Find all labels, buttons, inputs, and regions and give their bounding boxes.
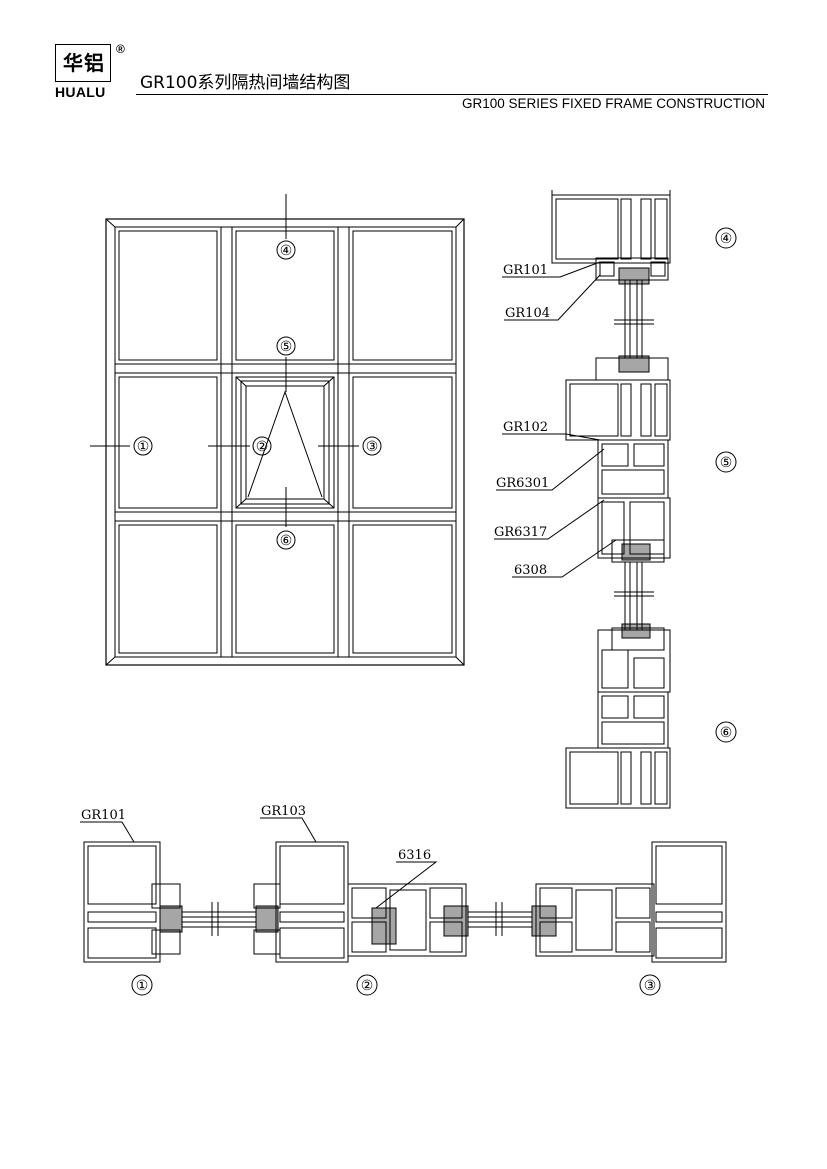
section-marker-1: ① — [137, 439, 150, 455]
outer-frame — [105, 218, 465, 666]
vertical-marker-6: ⑥ — [720, 725, 733, 741]
vent-sash — [240, 380, 330, 505]
profile-gr104 — [595, 257, 669, 281]
label-gr101-horizontal: GR101 — [81, 808, 126, 823]
top-hung-opening-symbol — [247, 390, 323, 498]
horizontal-marker-2: ② — [361, 978, 374, 994]
section-marker-4: ④ — [280, 243, 293, 259]
horizontal-marker-1: ① — [136, 978, 149, 994]
title-rule — [136, 94, 768, 95]
registered-mark: ® — [116, 42, 125, 56]
horizontal-marker-3: ③ — [644, 978, 657, 994]
logo-english: HUALU — [55, 84, 106, 100]
vertical-marker-4: ④ — [720, 231, 733, 247]
vertical-marker-5: ⑤ — [720, 455, 733, 471]
label-gr103: GR103 — [261, 804, 306, 819]
section-marker-5: ⑤ — [280, 339, 293, 355]
label-gr104: GR104 — [505, 306, 550, 321]
profile-gr101-right — [651, 841, 727, 963]
section-marker-2: ② — [256, 439, 269, 455]
horizontal-section — [80, 817, 727, 996]
vent-opening — [235, 376, 335, 509]
outer-frame-inner — [114, 226, 457, 658]
profile-gr101-bottom — [565, 747, 671, 809]
label-gr6317: GR6317 — [494, 525, 547, 540]
logo-frame: 华铝 — [55, 44, 111, 82]
profile-gr101-top — [551, 194, 671, 264]
label-gr6301: GR6301 — [496, 476, 549, 491]
profile-gr6317 — [597, 497, 671, 559]
profile-gr6301 — [597, 439, 669, 499]
label-gr102: GR102 — [503, 420, 548, 435]
section-marker-3: ③ — [366, 439, 379, 455]
profile-gr101-left — [83, 841, 161, 963]
label-gr101-vertical: GR101 — [503, 263, 548, 278]
elevation-view — [90, 194, 465, 666]
drawing-title-chinese: GR100系列隔热间墙结构图 — [140, 73, 351, 93]
profile-6308 — [611, 539, 665, 563]
hualu-logo: 华铝 HUALU — [55, 44, 121, 102]
vertical-section — [494, 190, 737, 809]
drawing-title-english: GR100 SERIES FIXED FRAME CONSTRUCTION — [462, 96, 766, 111]
profile-gr103 — [275, 841, 349, 963]
label-6308: 6308 — [514, 563, 547, 578]
logo-chinese: 华铝 — [63, 51, 105, 75]
section-marker-6: ⑥ — [280, 533, 293, 549]
label-6316: 6316 — [398, 848, 431, 863]
